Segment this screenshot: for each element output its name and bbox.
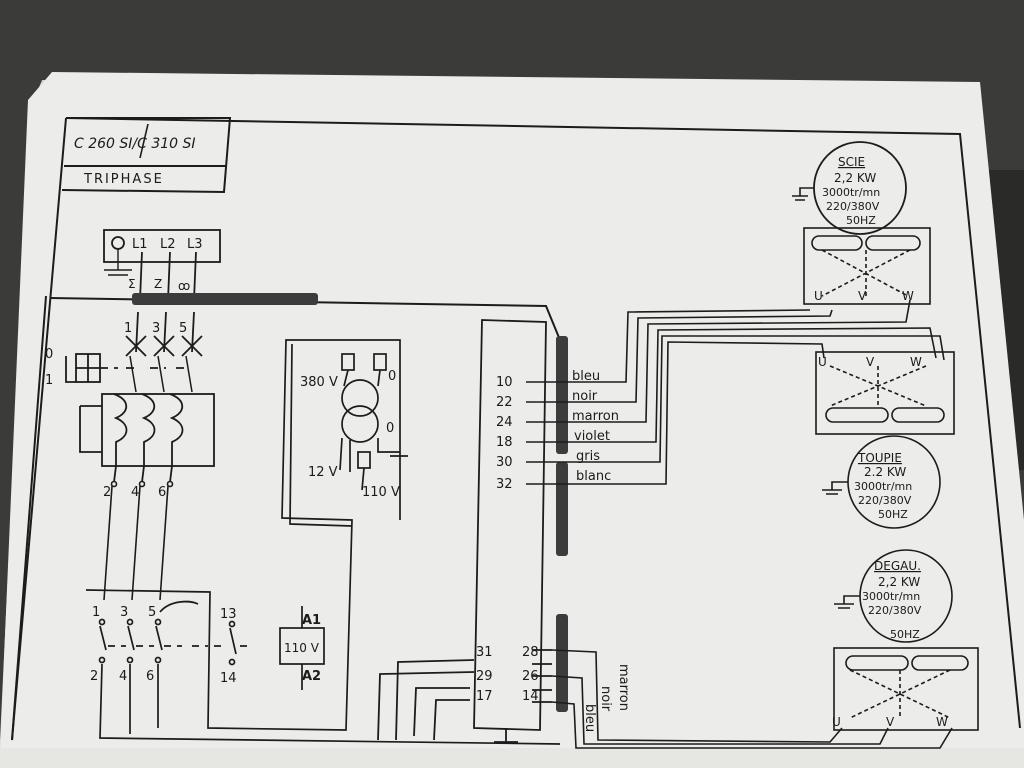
terminal-17: 17 xyxy=(476,689,493,704)
contactor-top-1: 1 xyxy=(92,605,100,620)
terminal-18: 18 xyxy=(496,435,513,450)
motor-degau-name: DEGAU. xyxy=(874,559,921,573)
cable-sleeve-top xyxy=(132,293,318,305)
motor-degau-speed: 3000tr/mn xyxy=(862,590,920,603)
contactor-bottom-6: 6 xyxy=(146,669,154,684)
cable-sleeve-2 xyxy=(556,462,568,556)
motor-scie-voltage: 220/380V xyxy=(826,200,880,213)
motor-toupie-voltage: 220/380V xyxy=(858,494,912,507)
switch-out-4: 4 xyxy=(131,485,139,500)
motor-scie-terminal-box xyxy=(803,227,931,305)
switch-in-5: 5 xyxy=(179,321,187,336)
motor-degau-power: 2,2 KW xyxy=(878,575,920,589)
terminal-10: 10 xyxy=(496,375,513,390)
supply-l1: L1 xyxy=(132,237,148,252)
coil-a1: A1 xyxy=(302,613,321,628)
motor-degau-terminal-box xyxy=(833,647,979,731)
terminal-30: 30 xyxy=(496,455,513,470)
motor-degau-freq: 50HZ xyxy=(890,628,920,641)
wire-violet: violet xyxy=(574,429,610,444)
motor-toupie-name: TOUPIE xyxy=(857,451,902,465)
terminal-14: 14 xyxy=(522,689,539,704)
motor-toupie-terminal-box xyxy=(815,351,955,435)
contactor-top-5: 5 xyxy=(148,605,156,620)
switch-pos-0: 0 xyxy=(45,347,53,362)
transformer-secondary-coil xyxy=(341,405,379,443)
phase-mark-2: Z xyxy=(154,277,162,291)
motor-scie: SCIE 2,2 KW 3000tr/mn 220/380V 50HZ U V … xyxy=(792,141,931,305)
terminal-32: 32 xyxy=(496,477,513,492)
motor-scie-w: W xyxy=(902,289,914,303)
wire-gris: gris xyxy=(576,449,600,464)
transformer-12v: 12 V xyxy=(308,465,338,480)
motor-scie-v: V xyxy=(858,289,867,303)
contactor-bottom-4: 4 xyxy=(119,669,127,684)
motor-toupie-power: 2.2 KW xyxy=(864,465,906,479)
wire-bottom-noir: noir xyxy=(598,686,613,712)
phase-label: TRIPHASE xyxy=(83,172,164,187)
transformer-110v: 110 V xyxy=(362,485,400,500)
switch-pos-1: 1 xyxy=(45,373,53,388)
motor-scie-u: U xyxy=(814,289,823,303)
motor-degau: DEGAU. 2,2 KW 3000tr/mn 220/380V 50HZ U … xyxy=(832,549,979,731)
motor-toupie-v: V xyxy=(866,355,875,369)
wire-bottom-bleu: bleu xyxy=(582,704,597,732)
motor-toupie-u: U xyxy=(818,355,827,369)
wire-noir: noir xyxy=(572,389,598,404)
terminal-22: 22 xyxy=(496,395,513,410)
motor-degau-w: W xyxy=(936,715,948,729)
contactor-top-3: 3 xyxy=(120,605,128,620)
supply-l3: L3 xyxy=(187,237,203,252)
terminal-31: 31 xyxy=(476,645,493,660)
transformer-380v: 380 V xyxy=(300,375,338,390)
motor-degau-v: V xyxy=(886,715,895,729)
coil-voltage: 110 V xyxy=(284,641,320,655)
terminal-block xyxy=(473,319,547,731)
cable-sleeve-3 xyxy=(556,614,568,712)
terminal-29: 29 xyxy=(476,669,493,684)
contactor-bottom-14: 14 xyxy=(220,671,237,686)
coil-a2: A2 xyxy=(302,669,321,684)
switch-in-3: 3 xyxy=(152,321,160,336)
motor-scie-name: SCIE xyxy=(838,155,865,169)
motor-toupie-w: W xyxy=(910,355,922,369)
motor-degau-voltage: 220/380V xyxy=(868,604,922,617)
phase-mark-1: Σ xyxy=(128,277,136,291)
switch-in-1: 1 xyxy=(124,321,132,336)
supply-terminal-box xyxy=(103,229,221,263)
switch-out-2: 2 xyxy=(103,485,111,500)
terminal-28: 28 xyxy=(522,645,539,660)
motor-scie-freq: 50HZ xyxy=(846,214,876,227)
motor-toupie-speed: 3000tr/mn xyxy=(854,480,912,493)
transformer-primary-coil xyxy=(341,379,379,417)
wire-marron: marron xyxy=(572,409,619,424)
wire-bottom-marron: marron xyxy=(616,664,631,711)
supply-l2: L2 xyxy=(160,237,176,252)
contactor-top-13: 13 xyxy=(220,607,237,622)
transformer-0-top: 0 xyxy=(388,369,396,384)
motor-degau-u: U xyxy=(832,715,841,729)
motor-toupie-freq: 50HZ xyxy=(878,508,908,521)
transformer-0-bottom: 0 xyxy=(386,421,394,436)
contactor-bottom-2: 2 xyxy=(90,669,98,684)
terminal-26: 26 xyxy=(522,669,539,684)
motor-scie-speed: 3000tr/mn xyxy=(822,186,880,199)
model-label: C 260 SI/C 310 SI xyxy=(74,136,196,152)
cable-sleeve-1 xyxy=(556,336,568,454)
wire-blanc: blanc xyxy=(576,469,611,484)
paper-page xyxy=(0,72,1024,752)
terminal-24: 24 xyxy=(496,415,513,430)
switch-out-6: 6 xyxy=(158,485,166,500)
motor-scie-power: 2,2 KW xyxy=(834,171,876,185)
motor-toupie: U V W TOUPIE 2.2 KW 3000tr/mn 220/380V 5… xyxy=(815,351,955,529)
wire-bleu: bleu xyxy=(572,369,600,384)
phase-mark-3: ꝏ xyxy=(178,279,190,293)
